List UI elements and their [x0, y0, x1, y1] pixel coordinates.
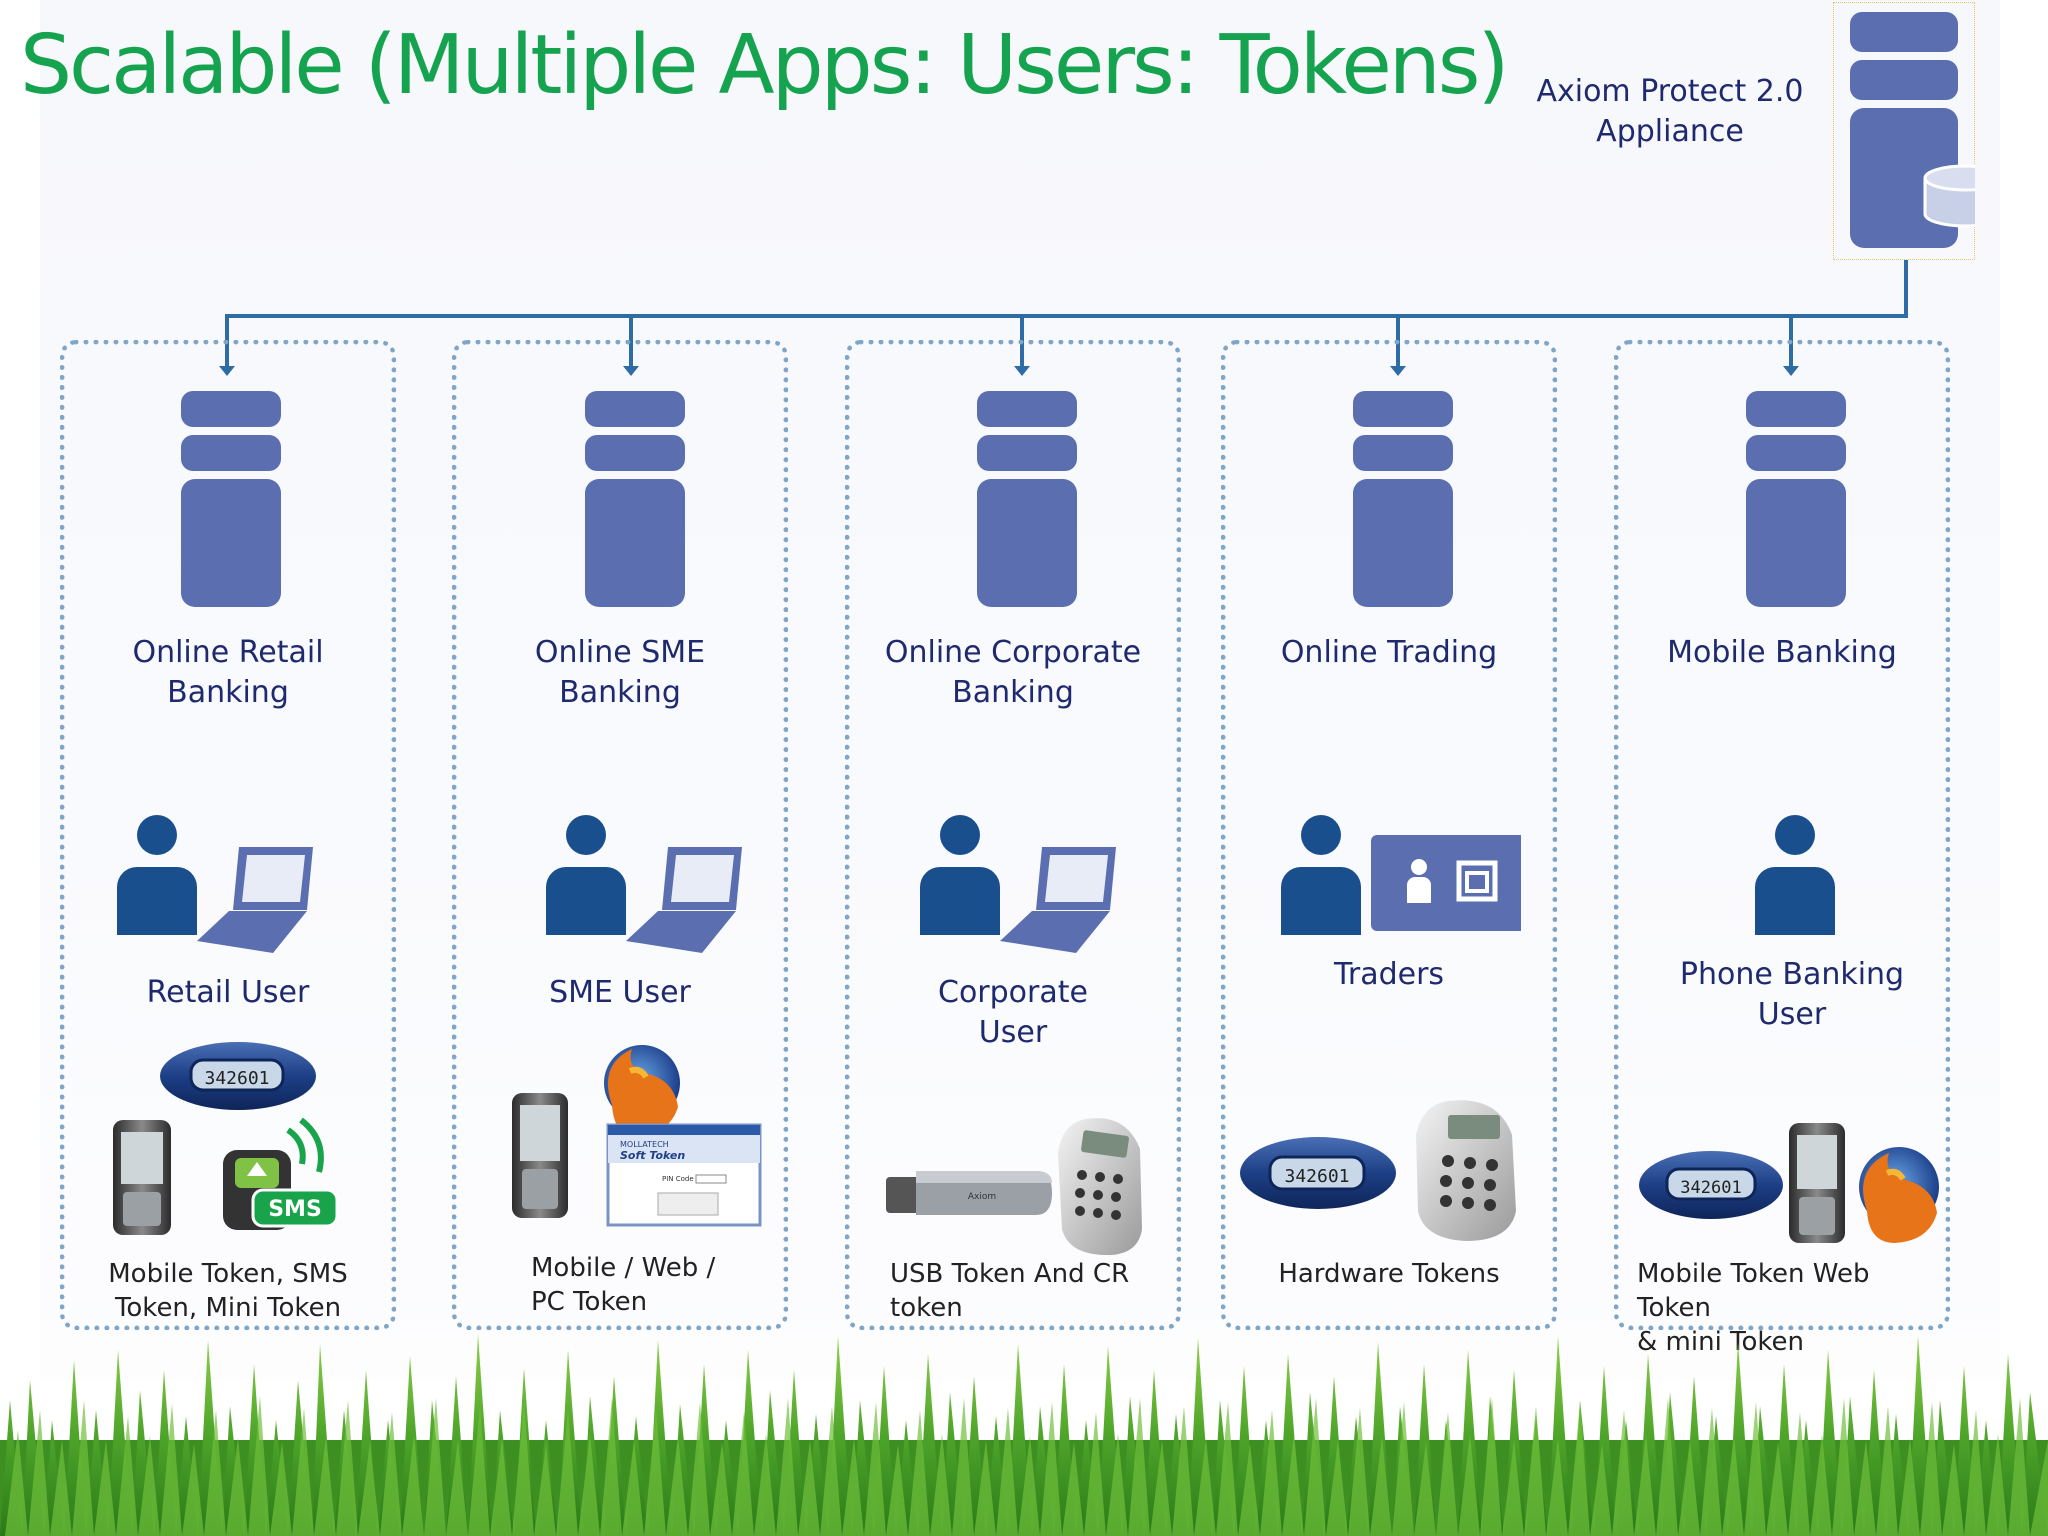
mobile-phone-icon — [512, 1093, 568, 1218]
svg-text:342601: 342601 — [204, 1068, 269, 1089]
mobile-phone-icon — [113, 1120, 171, 1235]
user-label: Retail User — [146, 975, 310, 1010]
appliance-label: Axiom Protect 2.0 Appliance — [1536, 74, 1804, 149]
app-server-icon — [181, 391, 281, 607]
token-icons-group: 342601 — [1639, 1123, 1939, 1243]
appliance-frame — [1833, 2, 1975, 260]
svg-text:SMS: SMS — [268, 1197, 322, 1222]
column-online-sme-banking: Online SME Banking SME User MOLLATECH So… — [452, 340, 788, 1330]
mobile-phone-icon — [1789, 1123, 1845, 1243]
person-laptop-icon — [546, 815, 742, 953]
user-label: Traders — [1333, 957, 1445, 992]
soft-token-window-icon: MOLLATECH Soft Token PIN Code — [606, 1123, 762, 1227]
svg-text:MOLLATECH: MOLLATECH — [620, 1140, 669, 1149]
app-server-icon — [977, 391, 1077, 607]
token-icons-group: MOLLATECH Soft Token PIN Code — [512, 1045, 762, 1227]
slide-title: Scalable (Multiple Apps: Users: Tokens) — [20, 18, 1509, 113]
app-name: Online SME Banking — [534, 635, 706, 710]
firefox-icon — [1859, 1147, 1939, 1243]
cr-calculator-token-icon — [1058, 1118, 1142, 1255]
person-icon — [1755, 815, 1835, 935]
app-server-icon — [585, 391, 685, 607]
column-online-corporate-banking: Online Corporate Banking Corporate User … — [845, 340, 1181, 1330]
appliance-server-database-icon — [1850, 12, 1975, 248]
token-icons-group: 342601 SMS — [113, 1042, 339, 1235]
token-label: Mobile Token Web Token & mini Token — [1637, 1259, 1870, 1357]
svg-text:342601: 342601 — [1680, 1178, 1741, 1198]
svg-text:342601: 342601 — [1284, 1166, 1349, 1187]
app-name: Online Trading — [1280, 635, 1498, 670]
app-server-icon — [1353, 391, 1453, 607]
grass-decoration — [0, 1334, 2048, 1536]
connector-lines — [219, 260, 1908, 376]
mini-token-icon: 342601 — [1639, 1151, 1783, 1219]
token-label: Mobile Token, SMS Token, Mini Token — [108, 1259, 348, 1323]
user-label: SME User — [549, 975, 691, 1010]
app-name: Mobile Banking — [1667, 635, 1897, 670]
cr-calculator-token-icon — [1416, 1100, 1516, 1241]
token-label: Mobile / Web / PC Token — [531, 1253, 716, 1317]
token-label: USB Token And CR token — [890, 1259, 1130, 1323]
app-name: Online Retail Banking — [132, 635, 324, 710]
app-name: Online Corporate Banking — [884, 635, 1142, 710]
svg-text:PIN Code: PIN Code — [662, 1175, 694, 1183]
token-icons-group: Axiom — [886, 1118, 1142, 1255]
column-mobile-banking: Mobile Banking Phone Banking User 342601… — [1614, 340, 1950, 1357]
svg-text:Soft Token: Soft Token — [620, 1149, 685, 1162]
firefox-icon — [604, 1045, 680, 1137]
token-icons-group: 342601 — [1240, 1100, 1516, 1241]
user-label: Corporate User — [938, 975, 1088, 1050]
column-online-trading: Online Trading Traders 342601 Hardware T… — [1221, 340, 1557, 1330]
person-laptop-icon — [920, 815, 1116, 953]
user-label: Phone Banking User — [1679, 957, 1905, 1032]
token-label: Hardware Tokens — [1278, 1259, 1500, 1289]
slide-background — [40, 0, 2000, 1380]
mini-token-icon: 342601 — [160, 1042, 316, 1110]
mini-token-icon: 342601 — [1240, 1137, 1396, 1209]
person-laptop-icon — [117, 815, 313, 953]
column-online-retail-banking: Online Retail Banking Retail User 342601… — [60, 340, 396, 1330]
app-server-icon — [1746, 391, 1846, 607]
svg-text:Axiom: Axiom — [968, 1192, 996, 1202]
sms-phone-icon: SMS — [223, 1117, 339, 1230]
usb-token-icon: Axiom — [886, 1171, 1052, 1215]
person-card-icon — [1281, 815, 1521, 935]
